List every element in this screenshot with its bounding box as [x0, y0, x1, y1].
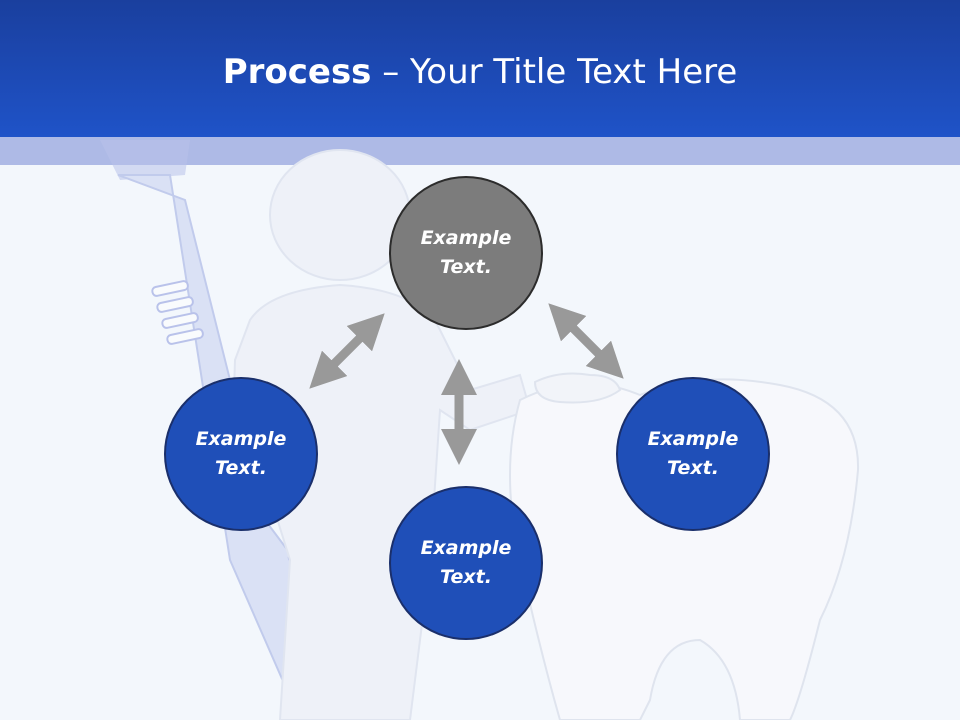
arrow-top-right [548, 303, 624, 379]
process-node-bottom[interactable]: Example Text. [389, 486, 543, 640]
process-node-right[interactable]: Example Text. [616, 377, 770, 531]
process-node-top[interactable]: Example Text. [389, 176, 543, 330]
node-right-label: Example Text. [647, 428, 739, 479]
slide-title[interactable]: Process – Your Title Text Here [0, 52, 960, 92]
process-node-left[interactable]: Example Text. [164, 377, 318, 531]
title-bold: Process [222, 52, 372, 92]
title-rest: – Your Title Text Here [371, 52, 738, 92]
arrow-top-left [309, 313, 385, 389]
node-left-label: Example Text. [195, 428, 287, 479]
title-banner: Process – Your Title Text Here [0, 0, 960, 137]
node-top-label: Example Text. [420, 227, 512, 278]
node-bottom-label: Example Text. [420, 537, 512, 588]
tooth-illustration [509, 372, 860, 720]
